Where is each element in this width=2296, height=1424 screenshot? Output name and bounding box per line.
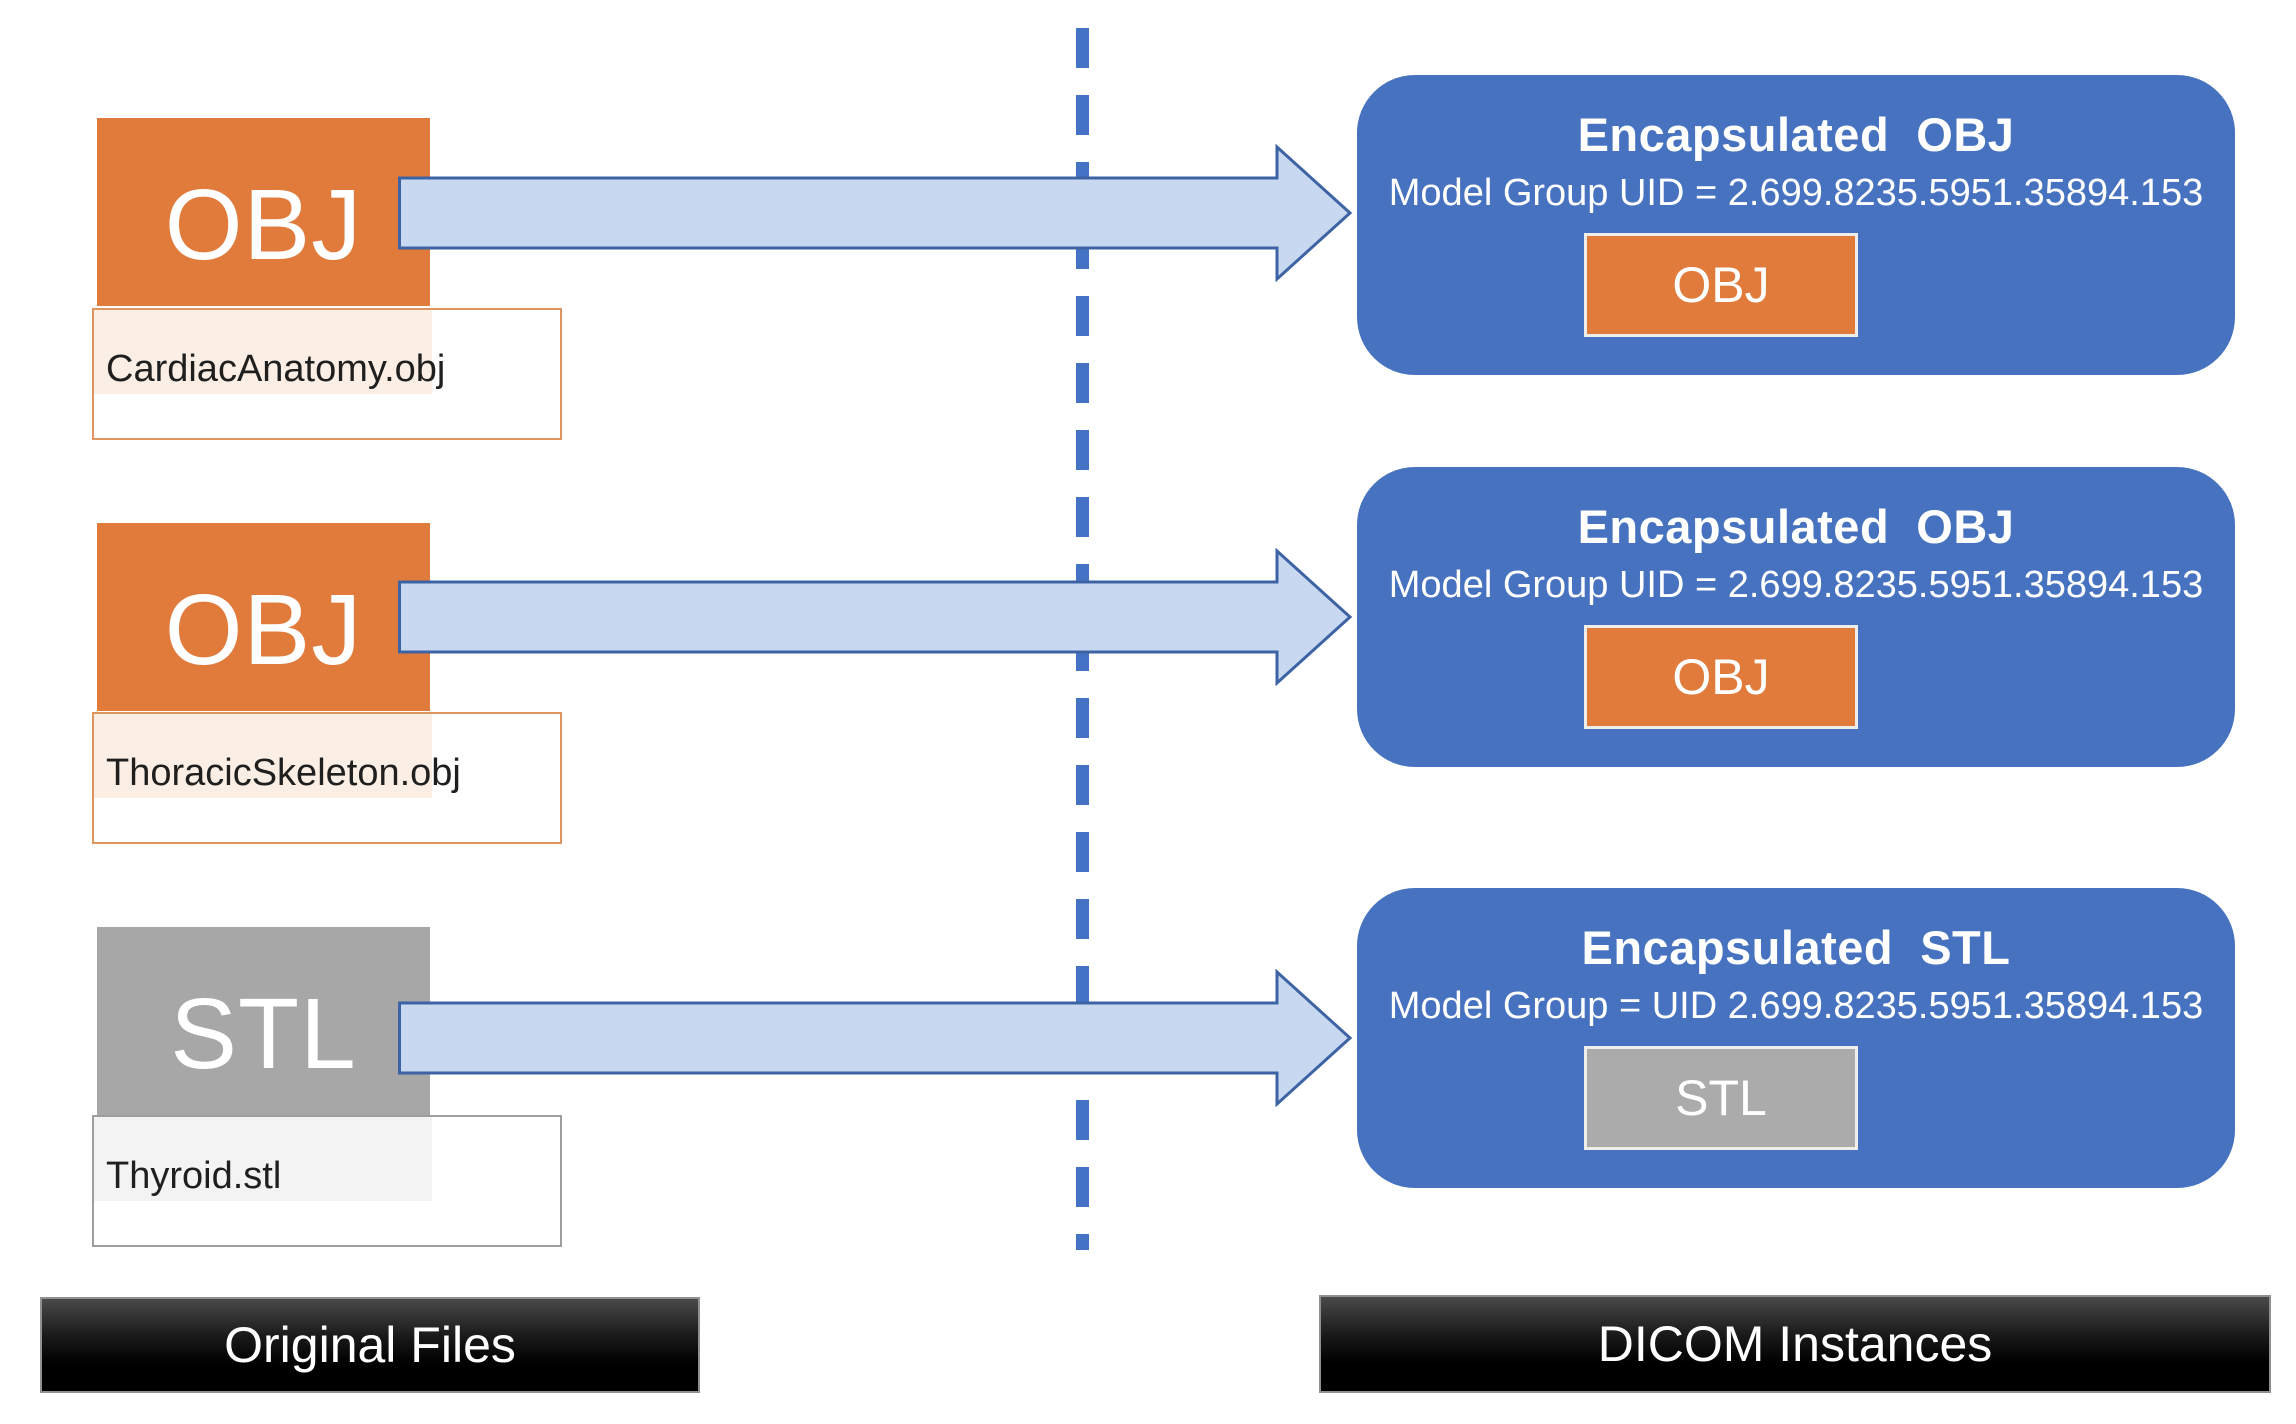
file-name-text: Thyroid.stl [106, 1155, 282, 1197]
file-name-tint [94, 310, 432, 394]
card-format-label: OBJ [1672, 649, 1770, 705]
conversion-arrow-1 [398, 144, 1353, 282]
file-name-tint [94, 714, 432, 798]
file-format-label: OBJ [164, 168, 363, 281]
card-uid: Model Group = UID 2.699.8235.5951.35894.… [1388, 985, 2204, 1027]
card-title: Encapsulated OBJ [1577, 500, 2015, 553]
dicom-card-1: Encapsulated OBJ Model Group UID = 2.699… [1357, 75, 2235, 375]
card-format-box-obj: OBJ [1584, 625, 1858, 729]
file-name-text: ThoracicSkeleton.obj [106, 752, 461, 794]
file-name-text: CardiacAnatomy.obj [106, 348, 446, 390]
footer-label: Original Files [224, 1317, 516, 1373]
file-name-box-2: ThoracicSkeleton.obj [92, 712, 562, 844]
arrow-shape [398, 969, 1353, 1107]
footer-dicom-instances: DICOM Instances [1319, 1295, 2271, 1393]
card-uid: Model Group UID = 2.699.8235.5951.35894.… [1388, 172, 2204, 214]
card-format-box-stl: STL [1584, 1046, 1858, 1150]
card-uid: Model Group UID = 2.699.8235.5951.35894.… [1388, 564, 2204, 606]
arrow-shape [398, 548, 1353, 686]
file-type-box-obj-2: OBJ [97, 523, 430, 711]
footer-label: DICOM Instances [1597, 1316, 1993, 1372]
file-format-label: STL [170, 977, 357, 1090]
file-type-box-stl: STL [97, 927, 430, 1115]
dicom-card-3: Encapsulated STL Model Group = UID 2.699… [1357, 888, 2235, 1188]
dicom-card-2: Encapsulated OBJ Model Group UID = 2.699… [1357, 467, 2235, 767]
file-name-box-3: Thyroid.stl [92, 1115, 562, 1247]
file-type-box-obj-1: OBJ [97, 118, 430, 306]
card-title: Encapsulated OBJ [1577, 108, 2015, 161]
card-format-label: OBJ [1672, 257, 1770, 313]
card-title: Encapsulated STL [1581, 921, 2011, 974]
conversion-arrow-3 [398, 969, 1353, 1107]
arrow-shape [398, 144, 1353, 282]
conversion-arrow-2 [398, 548, 1353, 686]
file-format-label: OBJ [164, 573, 363, 686]
card-format-label: STL [1675, 1070, 1767, 1126]
file-name-box-1: CardiacAnatomy.obj [92, 308, 562, 440]
file-name-tint [94, 1117, 432, 1201]
card-format-box-obj: OBJ [1584, 233, 1858, 337]
footer-original-files: Original Files [40, 1297, 700, 1393]
